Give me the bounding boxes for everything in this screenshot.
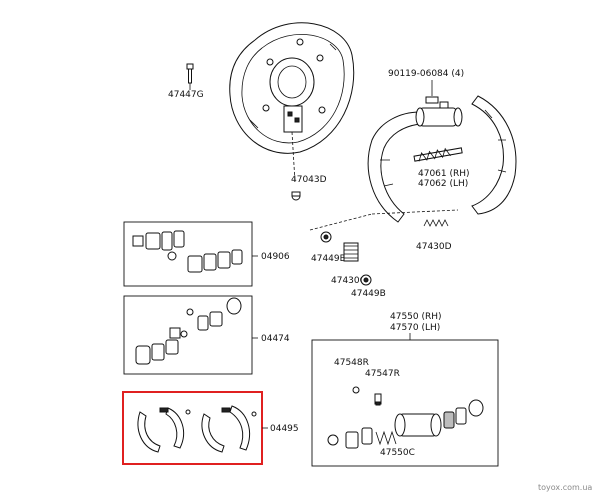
bolt-47447g — [186, 63, 194, 90]
label-47570: 47570 (LH) — [390, 323, 440, 333]
label-47430d: 47430D — [416, 242, 452, 252]
cup-47449b — [320, 231, 332, 243]
bleeder-screw — [352, 386, 382, 406]
brake-shoes-assembly — [309, 95, 517, 231]
label-47550: 47550 (RH) — [390, 312, 442, 322]
label-47061: 47061 (RH) — [418, 169, 470, 179]
brake-shoe-set — [137, 405, 257, 453]
bleeder-47043d — [291, 131, 301, 201]
label-47548r: 47548R — [334, 358, 369, 368]
wheel-cylinder-parts — [327, 399, 484, 449]
watermark: toyox.com.ua — [538, 483, 592, 492]
box-04906 — [123, 221, 253, 287]
label-47449b-b: 47449B — [351, 289, 386, 299]
seal-kit-parts — [135, 297, 242, 365]
label-47547r: 47547R — [365, 369, 400, 379]
label-47449b-a: 47449B — [311, 254, 346, 264]
box-04474 — [123, 295, 253, 375]
spring-47430d — [423, 219, 449, 227]
label-47430c: 47430C — [331, 276, 366, 286]
spring-47430c — [343, 242, 359, 262]
box-47550 — [311, 339, 499, 467]
cup-47449b-2 — [360, 274, 372, 286]
cup-kit-parts — [132, 230, 243, 273]
adjuster-47061 — [413, 147, 463, 162]
label-47550c: 47550C — [380, 448, 415, 458]
label-47447g: 47447G — [168, 90, 204, 100]
label-04495: 04495 — [270, 424, 299, 434]
label-47062: 47062 (LH) — [418, 179, 468, 189]
label-47043d: 47043D — [291, 175, 327, 185]
label-04474: 04474 — [261, 334, 290, 344]
label-90119: 90119-06084 (4) — [388, 69, 464, 79]
label-04906: 04906 — [261, 252, 290, 262]
wheel-cylinder-small — [415, 80, 463, 127]
backing-plate — [229, 22, 355, 154]
